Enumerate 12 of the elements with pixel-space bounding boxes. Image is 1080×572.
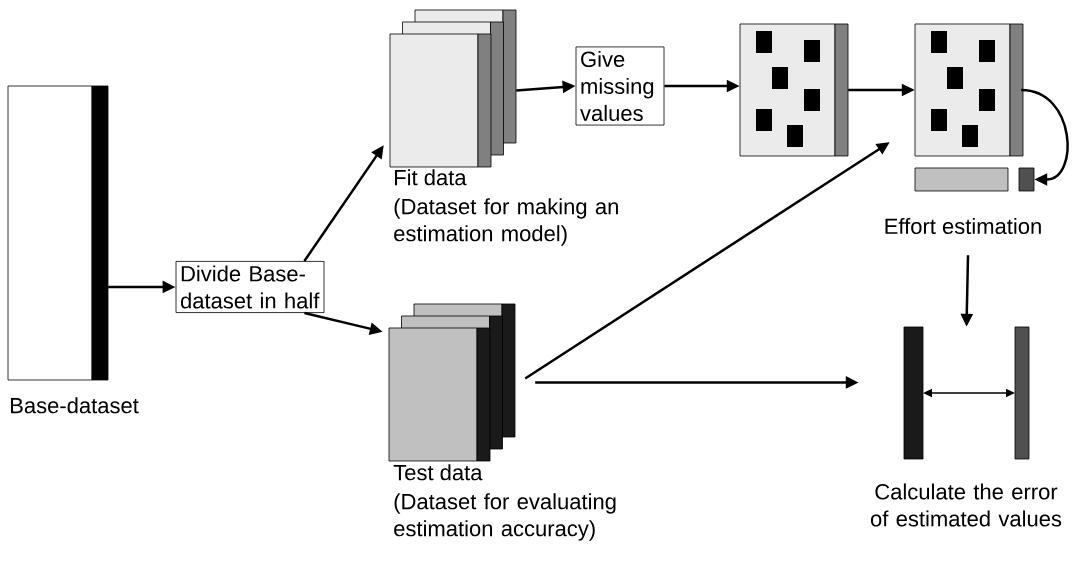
step-label: Effort estimation (885, 217, 1041, 235)
stack-label: Test data (393, 464, 483, 481)
data-table-drawing (739, 23, 849, 157)
arrow (1021, 88, 1069, 186)
step-label: Calculate the error of estimated values (870, 483, 1062, 527)
dataset-label: Base-dataset (11, 397, 139, 414)
value-box (1018, 167, 1035, 192)
process-box: Divide Base-dataset in half (175, 261, 325, 313)
stack-description: (Dataset for making an estimation model) (394, 198, 618, 246)
process-box: Give missing values (575, 46, 665, 126)
stack-label: Fit data (395, 169, 467, 186)
stack-description: (Dataset for evaluating estimation accuracy) (394, 493, 616, 541)
